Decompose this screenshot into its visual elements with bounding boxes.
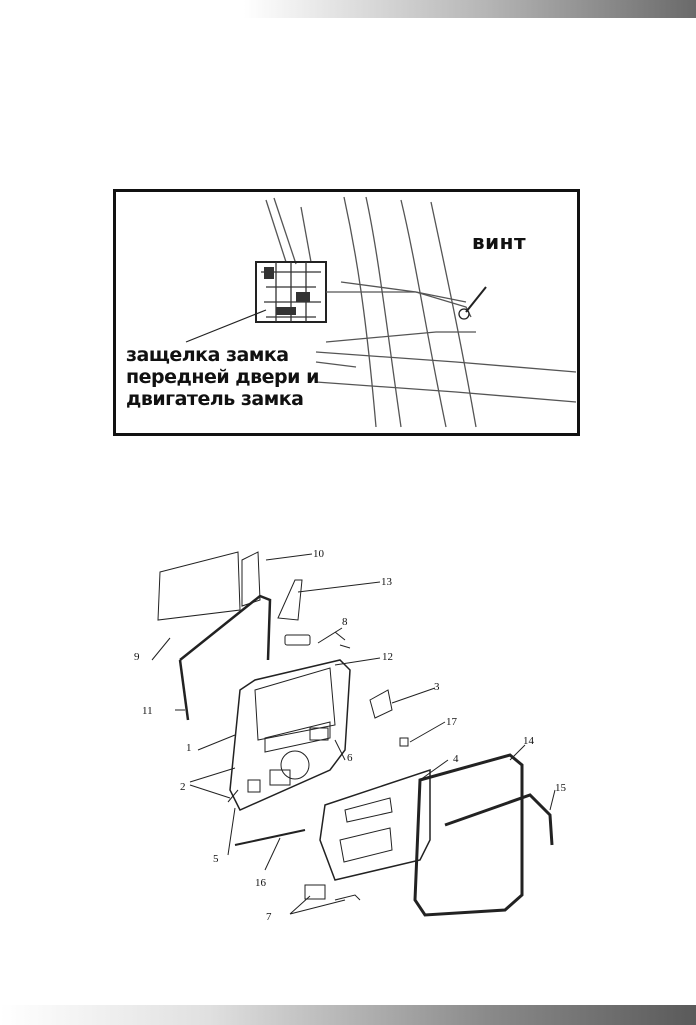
weatherstrip-part: [413, 753, 524, 917]
latch-label: защелка замка передней двери и двигатель…: [126, 344, 319, 410]
callout-6: 6: [347, 752, 353, 764]
footer-gradient-bar: [0, 1005, 696, 1025]
callout-3: 3: [434, 681, 440, 693]
screw-label: винт: [472, 230, 527, 254]
seal-strip-part: [444, 793, 554, 846]
door-handle-part: [284, 634, 311, 646]
callout-9: 9: [134, 651, 140, 663]
callout-14: 14: [523, 735, 534, 747]
callout-12: 12: [382, 651, 393, 663]
callout-15: 15: [555, 782, 566, 794]
latch-assembly-figure: винт защелка замка передней двери и двиг…: [113, 189, 580, 436]
bracket-part: [304, 884, 326, 900]
latch-drawing: [185, 196, 577, 428]
callout-11: 11: [142, 705, 153, 717]
header-gradient-bar: [0, 0, 696, 18]
lock-part: [369, 689, 393, 719]
callout-13: 13: [381, 576, 392, 588]
callout-5: 5: [213, 853, 219, 865]
callout-1: 1: [186, 742, 192, 754]
quarter-glass-part: [241, 551, 261, 607]
latch-label-line-3: двигатель замка: [126, 388, 304, 410]
door-trim-panel-part: [319, 768, 431, 881]
callout-2: 2: [180, 781, 186, 793]
run-channel-part: [179, 594, 272, 661]
clip-part: [399, 737, 409, 747]
latch-label-line-2: передней двери и: [126, 366, 319, 388]
callout-17: 17: [446, 716, 457, 728]
rear-door-exploded-diagram: 10 13 8 9 12 3 11 17 1 14 6 4 2 15 5 16 …: [130, 540, 580, 940]
door-glass-part: [157, 551, 241, 621]
callout-4: 4: [453, 753, 459, 765]
door-inner-panel-part: [229, 659, 351, 811]
callout-10: 10: [313, 548, 324, 560]
exploded-view-drawing: [151, 551, 556, 917]
callout-8: 8: [342, 616, 348, 628]
glass-frame-part: [277, 579, 303, 621]
belt-molding-part: [234, 829, 306, 846]
callout-16: 16: [255, 877, 266, 889]
latch-label-line-1: защелка замка: [126, 344, 289, 366]
callout-7: 7: [266, 911, 272, 923]
